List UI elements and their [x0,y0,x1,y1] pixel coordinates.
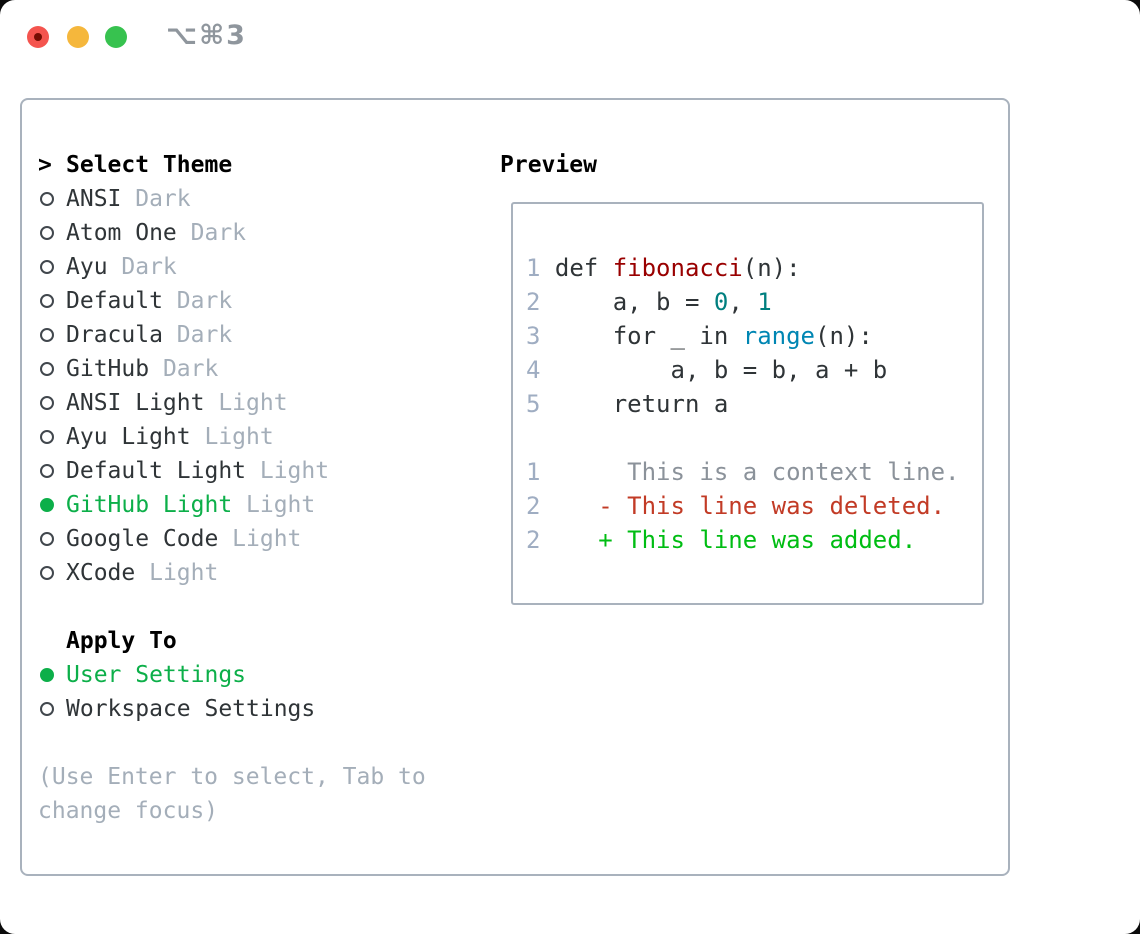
theme-option-ayu-dark[interactable]: Ayu Dark [38,250,426,284]
apply-option-label: User Settings [66,662,247,688]
theme-name: Default Light [66,458,247,484]
theme-option-ayu-light[interactable]: Ayu Light Light [38,420,426,454]
theme-option-atom-one-dark[interactable]: Atom One Dark [38,216,426,250]
theme-variant: Dark [176,322,233,348]
apply-option-user-settings[interactable]: User Settings [38,658,426,692]
code-line: 2 a, b = 0, 1 [526,288,772,316]
theme-name: Ayu [66,254,108,280]
radio-icon [38,318,66,352]
theme-option-default-dark[interactable]: Default Dark [38,284,426,318]
theme-name: Google Code [66,526,219,552]
theme-variant: Light [246,492,316,518]
minimize-button[interactable] [67,26,89,48]
code-line: 4 a, b = b, a + b [526,356,888,384]
radio-icon [38,556,66,590]
code-line: 5 return a [526,390,729,418]
theme-option-dracula-dark[interactable]: Dracula Dark [38,318,426,352]
theme-picker-panel [20,98,1010,876]
radio-icon [38,284,66,318]
theme-name: XCode [66,560,136,586]
theme-option-github-dark[interactable]: GitHub Dark [38,352,426,386]
theme-variant: Dark [176,288,233,314]
theme-variant: Light [204,424,274,450]
theme-list: > Select Theme ANSI Dark Atom One Dark A… [38,148,426,828]
radio-icon [38,182,66,216]
theme-variant: Dark [121,254,177,280]
theme-variant: Light [218,390,288,416]
apply-to-title: Apply To [66,628,177,654]
diff-deleted-line: 2 - This line was deleted. [526,492,946,520]
theme-option-xcode[interactable]: XCode Light [38,556,426,590]
diff-added-line: 2 + This line was added. [526,526,917,554]
apply-option-workspace-settings[interactable]: Workspace Settings [38,692,426,726]
zoom-button[interactable] [105,26,127,48]
theme-name: Dracula [66,322,163,348]
usage-hint-line1: (Use Enter to select, Tab to [38,764,426,790]
theme-option-ansi-light[interactable]: ANSI Light Light [38,386,426,420]
apply-to-header: Apply To [38,624,426,658]
theme-name: GitHub [66,356,150,382]
radio-icon [38,250,66,284]
select-theme-header: > Select Theme [38,148,426,182]
radio-selected-icon [38,488,66,522]
radio-selected-icon [38,658,66,692]
radio-icon [38,216,66,250]
theme-variant: Light [232,526,302,552]
radio-icon [38,386,66,420]
theme-variant: Dark [190,220,247,246]
theme-option-github-light[interactable]: GitHub Light Light [38,488,426,522]
tab-shortcut-label: ⌥⌘3 [166,20,247,51]
theme-variant: Light [149,560,219,586]
radio-icon [38,352,66,386]
theme-name: ANSI [66,186,122,212]
usage-hint-line2: change focus) [38,798,219,824]
code-line-blank [526,421,982,455]
select-theme-title: Select Theme [66,152,233,178]
theme-option-ansi-dark[interactable]: ANSI Dark [38,182,426,216]
preview-title: Preview [500,152,597,178]
theme-name: Atom One [66,220,177,246]
theme-name: Ayu Light [66,424,191,450]
theme-name: ANSI Light [66,390,205,416]
prompt-icon: > [38,152,52,178]
theme-option-default-light[interactable]: Default Light Light [38,454,426,488]
diff-context-line: 1 This is a context line. [526,458,960,486]
theme-option-google-code[interactable]: Google Code Light [38,522,426,556]
code-line: 3 for _ in range(n): [526,322,873,350]
theme-variant: Light [259,458,330,484]
preview-code-box: 1 def fibonacci(n): 2 a, b = 0, 1 3 for … [511,202,984,605]
theme-name: GitHub Light [66,492,233,518]
radio-icon [38,454,66,488]
close-dot-icon [34,33,42,41]
theme-variant: Dark [135,186,191,212]
theme-variant: Dark [162,356,219,382]
apply-option-label: Workspace Settings [66,696,316,722]
code-line: 1 def fibonacci(n): [526,254,801,282]
radio-icon [38,420,66,454]
radio-icon [38,692,66,726]
theme-name: Default [66,288,163,314]
radio-icon [38,522,66,556]
close-button[interactable] [27,26,49,48]
